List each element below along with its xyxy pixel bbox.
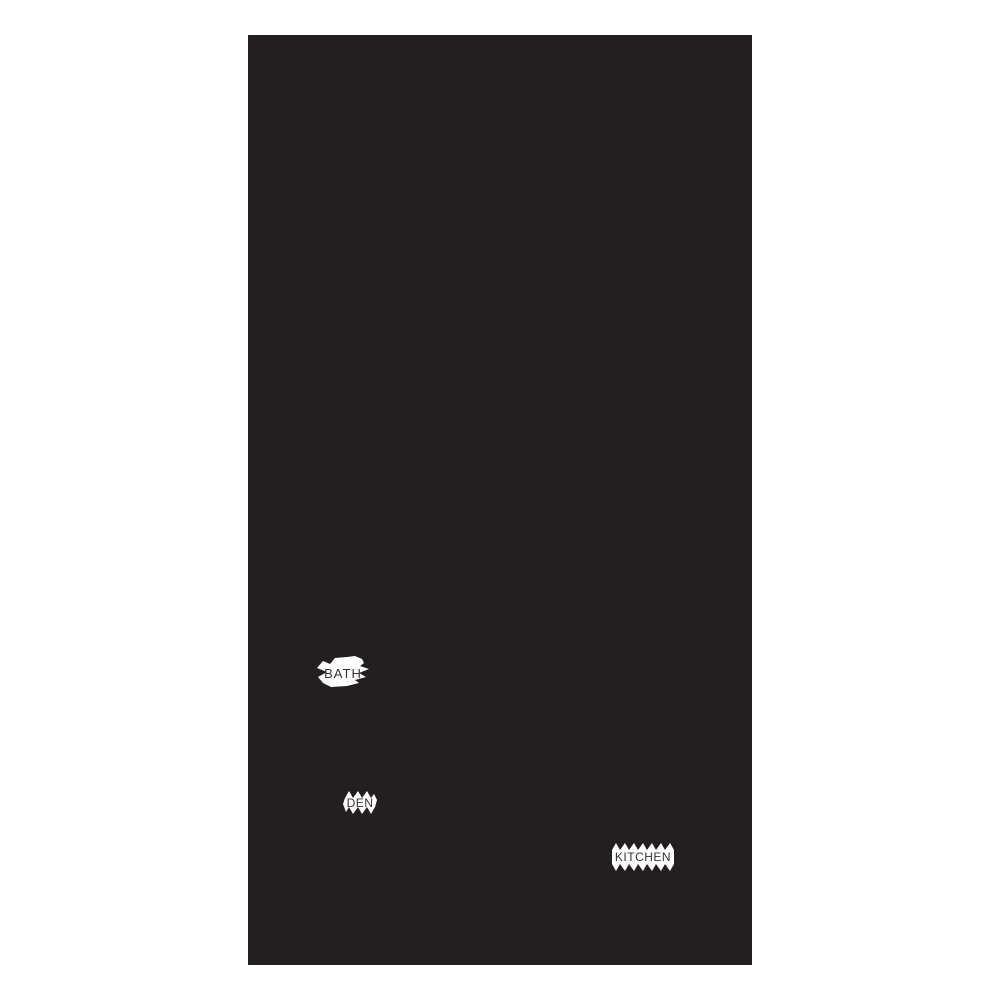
room-label-den-text: DEN — [346, 795, 374, 810]
floorplan-canvas — [248, 35, 752, 965]
room-label-kitchen-text: KITCHEN — [614, 850, 672, 864]
room-label-den: DEN — [343, 790, 377, 815]
room-label-bath-text: BATH — [324, 666, 362, 681]
scribble-highlight-icon — [343, 791, 377, 814]
scribble-highlight-icon — [612, 843, 674, 871]
scribble-highlight-icon — [317, 656, 369, 687]
room-label-kitchen: KITCHEN — [612, 843, 674, 871]
room-label-bath: BATH — [317, 656, 369, 687]
